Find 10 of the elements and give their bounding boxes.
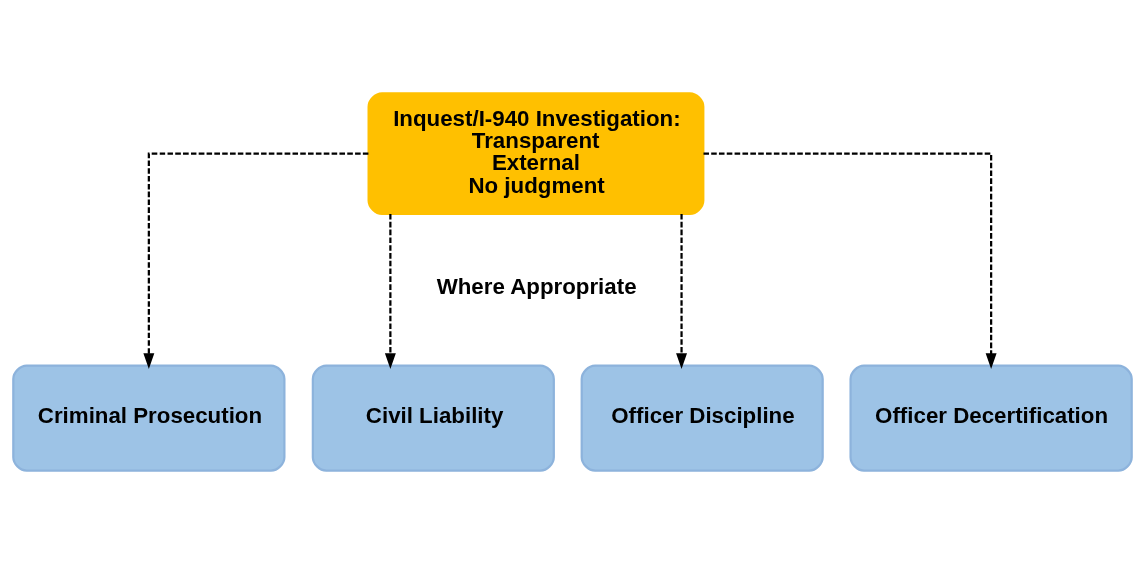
arrow bbox=[703, 152, 997, 369]
node-box: Officer Discipline bbox=[580, 364, 824, 472]
arrow bbox=[384, 213, 396, 369]
node-box: Inquest/I-940 Investigation: Transparent External No judgment bbox=[367, 91, 705, 215]
node-box: Officer Decertification bbox=[849, 364, 1133, 472]
label: Where Appropriate bbox=[436, 273, 637, 299]
arrow bbox=[143, 152, 369, 369]
node-box: Criminal Prosecution bbox=[12, 364, 286, 472]
arrow bbox=[676, 213, 688, 369]
node-box: Civil Liability bbox=[311, 364, 555, 472]
